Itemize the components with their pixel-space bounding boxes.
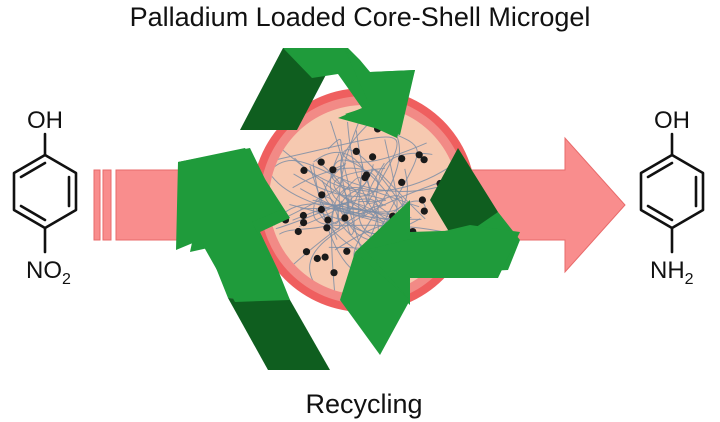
palladium-particle [299,211,307,220]
polymer-fiber [300,207,365,283]
product-top-group: OH [654,107,690,134]
reactant-top-group: OH [27,107,63,134]
polymer-fiber [277,136,398,205]
product-molecule: OH NH2 [639,107,705,288]
palladium-particle [420,207,428,215]
polymer-fiber [340,176,455,219]
palladium-particle [300,219,308,227]
palladium-particle [330,269,338,277]
palladium-particle [398,155,406,163]
palladium-particle [369,153,377,161]
polymer-fiber [331,187,420,293]
palladium-particle [324,216,332,224]
polymer-fiber [294,157,387,203]
palladium-particle [418,196,426,204]
recycle-arrow-bottom-tail [228,298,330,370]
palladium-particle [321,253,329,261]
product-bottom-group: NH2 [650,257,694,288]
palladium-particle [294,227,302,236]
polymer-fiber [312,199,415,233]
recycling-caption: Recycling [305,389,422,419]
palladium-particle [329,166,337,174]
palladium-particle [352,147,360,155]
palladium-particle [302,248,311,256]
palladium-particle [420,156,428,164]
palladium-particle [362,171,371,179]
reactant-molecule: OH NO2 [12,107,78,288]
palladium-particle [343,247,351,255]
recycle-symbol-icon [176,48,520,370]
palladium-particle [317,158,325,166]
palladium-particle [313,254,321,263]
polymer-fiber [327,139,427,163]
palladium-particle [415,151,423,159]
palladium-particle [341,214,349,222]
diagram-title: Palladium Loaded Core-Shell Microgel [130,2,591,32]
polymer-fiber [269,160,438,193]
palladium-particle [318,191,326,199]
reactant-bottom-group: NO2 [26,257,71,288]
palladium-particle [300,166,308,174]
palladium-particle [317,205,325,214]
palladium-particle [398,178,406,186]
palladium-particle [323,224,331,232]
